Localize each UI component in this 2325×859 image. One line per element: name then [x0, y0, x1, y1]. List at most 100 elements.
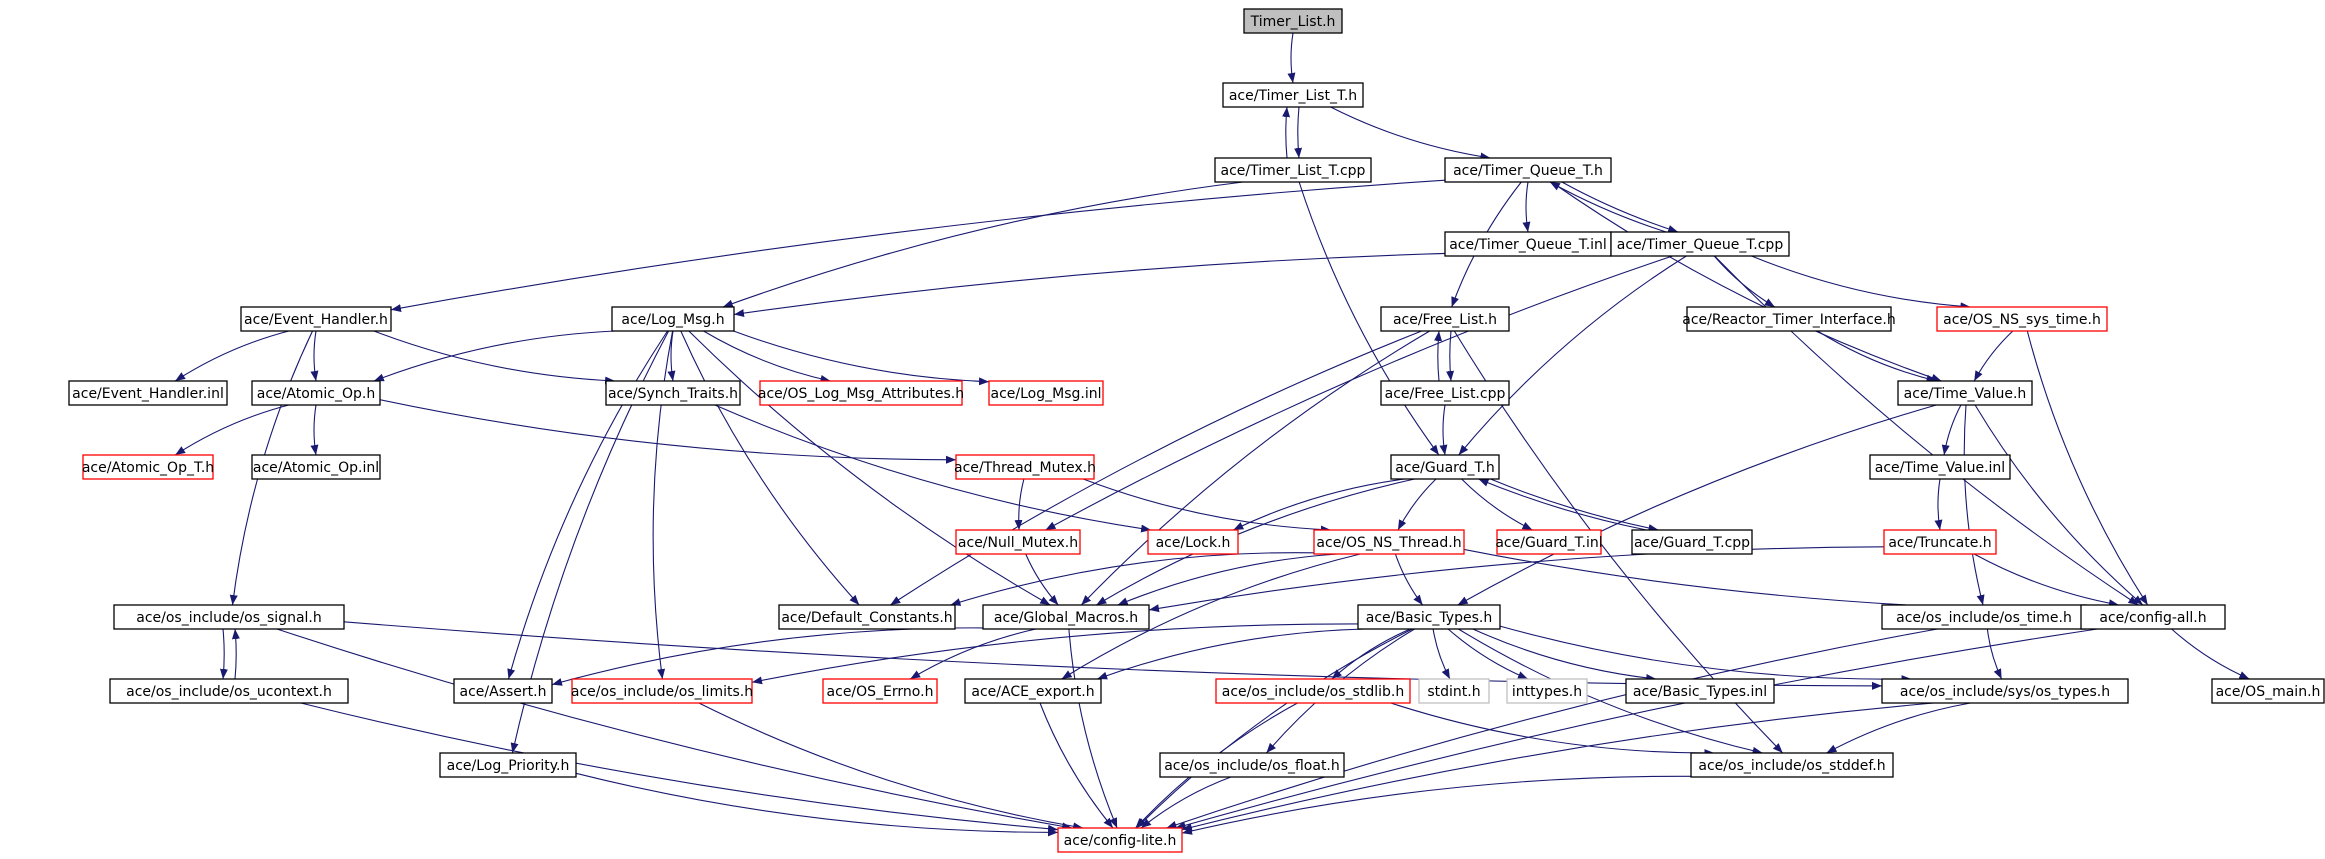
node-ace-synch-traits-h[interactable]: ace/Synch_Traits.h — [605, 380, 741, 406]
node-label: ace/os_include/os_time.h — [1896, 610, 2072, 626]
node-ace-guard-t-h[interactable]: ace/Guard_T.h — [1390, 454, 1500, 480]
node-ace-os-include-os-time-h[interactable]: ace/os_include/os_time.h — [1881, 604, 2087, 630]
node-ace-os-include-sys-os-types-h[interactable]: ace/os_include/sys/os_types.h — [1881, 678, 2129, 704]
node-ace-truncate-h[interactable]: ace/Truncate.h — [1883, 529, 1997, 555]
node-box — [1243, 8, 1343, 34]
edge-free-list-h-to-default-constants-h — [890, 330, 1422, 606]
node-label: inttypes.h — [1512, 684, 1582, 700]
node-box — [955, 529, 1081, 555]
node-ace-os-include-os-signal-h[interactable]: ace/os_include/os_signal.h — [113, 604, 345, 630]
node-label: ace/os_include/os_signal.h — [136, 610, 322, 626]
node-box — [611, 306, 735, 332]
node-ace-guard-t-cpp[interactable]: ace/Guard_T.cpp — [1631, 529, 1753, 555]
edge-guard-t-h-to-global-macros-h — [1096, 478, 1415, 606]
node-ace-timer-list-t-cpp[interactable]: ace/Timer_List_T.cpp — [1214, 157, 1372, 183]
edge-thread-mutex-h-to-os-ns-thread-h — [1083, 478, 1331, 534]
node-ace-os-include-os-stdlib-h[interactable]: ace/os_include/os_stdlib.h — [1215, 678, 1411, 704]
edge-truncate-h-to-global-macros-h — [1148, 546, 1885, 613]
node-ace-atomic-op-inl[interactable]: ace/Atomic_Op.inl — [251, 454, 381, 480]
node-ace-null-mutex-h[interactable]: ace/Null_Mutex.h — [955, 529, 1081, 555]
node-ace-config-all-h[interactable]: ace/config-all.h — [2080, 604, 2226, 630]
node-box — [2080, 604, 2226, 630]
edge-basic-types-h-to-basic-types-inl — [1472, 628, 1657, 682]
node-ace-os-log-msg-attributes-h[interactable]: ace/OS_Log_Msg_Attributes.h — [758, 380, 964, 406]
node-inttypes-h[interactable]: inttypes.h — [1506, 678, 1588, 704]
node-box — [1631, 529, 1753, 555]
node-box — [1159, 752, 1345, 778]
node-ace-log-priority-h[interactable]: ace/Log_Priority.h — [439, 752, 577, 778]
node-ace-event-handler-h[interactable]: ace/Event_Handler.h — [240, 306, 392, 332]
node-label: ace/config-lite.h — [1064, 833, 1177, 849]
node-box — [1686, 306, 1892, 332]
node-box — [822, 678, 938, 704]
edge-os-signal-h-to-config-lite-h — [276, 628, 1073, 831]
edge-log-msg-h-to-atomic-op-h — [373, 330, 616, 382]
node-ace-time-value-inl[interactable]: ace/Time_Value.inl — [1869, 454, 2011, 480]
node-ace-timer-queue-t-cpp[interactable]: ace/Timer_Queue_T.cpp — [1610, 231, 1790, 257]
node-timer-list-h[interactable]: Timer_List.h — [1243, 8, 1343, 34]
node-ace-timer-list-t-h[interactable]: ace/Timer_List_T.h — [1222, 82, 1364, 108]
node-box — [955, 454, 1095, 480]
node-ace-os-errno-h[interactable]: ace/OS_Errno.h — [822, 678, 938, 704]
node-ace-os-include-os-stddef-h[interactable]: ace/os_include/os_stddef.h — [1690, 752, 1894, 778]
node-ace-default-constants-h[interactable]: ace/Default_Constants.h — [778, 604, 956, 630]
node-box — [1869, 454, 2011, 480]
edge-atomic-op-h-to-atomic-op-inl — [310, 404, 319, 456]
edge-atomic-op-h-to-atomic-op-t-h — [174, 404, 289, 456]
edge-log-priority-h-to-config-lite-h — [575, 772, 1059, 837]
edge-basic-types-h-to-config-lite-h — [1136, 628, 1413, 829]
node-ace-reactor-timer-interface-h[interactable]: ace/Reactor_Timer_Interface.h — [1682, 306, 1896, 332]
node-box — [982, 604, 1150, 630]
node-box — [759, 380, 963, 406]
node-ace-os-ns-sys-time-h[interactable]: ace/OS_NS_sys_time.h — [1936, 306, 2108, 332]
edge-thread-mutex-h-to-null-mutex-h — [1014, 478, 1025, 531]
node-ace-global-macros-h[interactable]: ace/Global_Macros.h — [982, 604, 1150, 630]
node-ace-atomic-op-h[interactable]: ace/Atomic_Op.h — [251, 380, 381, 406]
node-ace-config-lite-h[interactable]: ace/config-lite.h — [1057, 827, 1183, 853]
node-ace-free-list-h[interactable]: ace/Free_List.h — [1380, 306, 1510, 332]
node-ace-timer-queue-t-inl[interactable]: ace/Timer_Queue_T.inl — [1444, 231, 1612, 257]
node-label: ace/Log_Msg.inl — [991, 386, 1102, 402]
node-label: ace/Log_Priority.h — [447, 758, 570, 774]
node-ace-basic-types-inl[interactable]: ace/Basic_Types.inl — [1625, 678, 1775, 704]
node-ace-os-include-os-float-h[interactable]: ace/os_include/os_float.h — [1159, 752, 1345, 778]
node-ace-assert-h[interactable]: ace/Assert.h — [453, 678, 553, 704]
node-label: ace/Guard_T.cpp — [1634, 535, 1750, 551]
node-ace-basic-types-h[interactable]: ace/Basic_Types.h — [1357, 604, 1501, 630]
node-stdint-h[interactable]: stdint.h — [1418, 678, 1490, 704]
node-ace-log-msg-h[interactable]: ace/Log_Msg.h — [611, 306, 735, 332]
node-label: ace/Null_Mutex.h — [958, 535, 1078, 551]
edge-timer-queue-t-cpp-to-null-mutex-h — [1045, 255, 1673, 531]
node-ace-atomic-op-t-h[interactable]: ace/Atomic_Op_T.h — [82, 454, 214, 480]
dependency-edges — [174, 32, 2250, 837]
edge-timer-queue-t-cpp-to-reactor-timer-interface-h — [1713, 255, 1776, 308]
node-label: ace/Atomic_Op.h — [257, 386, 375, 402]
edge-timer-list-t-cpp-to-log-msg-h — [722, 181, 1244, 308]
node-label: ace/OS_Errno.h — [827, 684, 934, 700]
node-ace-os-main-h[interactable]: ace/OS_main.h — [2211, 678, 2325, 704]
edge-free-list-cpp-to-guard-t-h — [1439, 404, 1448, 456]
node-ace-os-ns-thread-h[interactable]: ace/OS_NS_Thread.h — [1313, 529, 1465, 555]
node-ace-os-include-os-limits-h[interactable]: ace/os_include/os_limits.h — [571, 678, 753, 704]
node-ace-lock-h[interactable]: ace/Lock.h — [1147, 529, 1239, 555]
node-box — [1625, 678, 1775, 704]
edge-event-handler-h-to-event-handler-inl — [174, 330, 289, 382]
node-ace-ace-export-h[interactable]: ace/ACE_export.h — [964, 678, 1102, 704]
edge-free-list-h-to-free-list-cpp — [1446, 330, 1455, 382]
node-ace-event-handler-inl[interactable]: ace/Event_Handler.inl — [68, 380, 228, 406]
node-ace-guard-t-inl[interactable]: ace/Guard_T.inl — [1495, 529, 1603, 555]
node-ace-free-list-cpp[interactable]: ace/Free_List.cpp — [1380, 380, 1510, 406]
node-ace-thread-mutex-h[interactable]: ace/Thread_Mutex.h — [954, 454, 1096, 480]
node-label: ace/Log_Msg.h — [621, 312, 724, 328]
node-ace-time-value-h[interactable]: ace/Time_Value.h — [1897, 380, 2033, 406]
edge-log-msg-h-to-os-limits-h — [652, 330, 674, 680]
node-ace-os-include-os-ucontext-h[interactable]: ace/os_include/os_ucontext.h — [109, 678, 349, 704]
edge-free-list-h-to-global-macros-h — [1080, 330, 1430, 606]
edge-log-msg-h-to-log-msg-inl — [733, 330, 990, 386]
edge-os-signal-h-to-os-ucontext-h — [219, 628, 228, 680]
edge-os-limits-h-to-config-lite-h — [698, 702, 1084, 831]
node-ace-log-msg-inl[interactable]: ace/Log_Msg.inl — [988, 380, 1104, 406]
node-label: ace/Timer_Queue_T.h — [1453, 163, 1603, 179]
node-ace-timer-queue-t-h[interactable]: ace/Timer_Queue_T.h — [1444, 157, 1612, 183]
edge-timer-queue-t-h-to-time-value-h — [1551, 181, 1942, 382]
